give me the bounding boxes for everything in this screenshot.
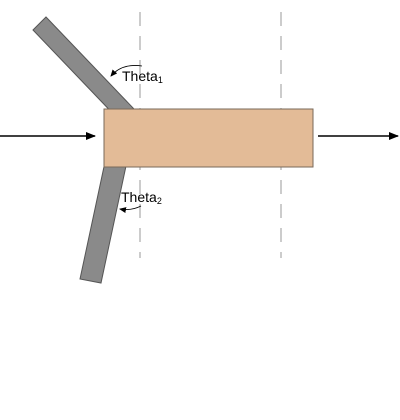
theta2-label-subscript: 2 bbox=[157, 196, 162, 206]
theta1-label-base: Theta bbox=[122, 68, 158, 84]
theta1-arc bbox=[110, 65, 143, 77]
theta1-label-subscript: 1 bbox=[158, 75, 163, 85]
theta2-arc bbox=[119, 205, 142, 214]
theta2-label: Theta2 bbox=[121, 189, 162, 206]
tan-block bbox=[103, 108, 314, 168]
lower-inclined-bar bbox=[79, 161, 127, 284]
theta1-label: Theta1 bbox=[122, 68, 163, 85]
theta2-label-base: Theta bbox=[121, 189, 157, 205]
